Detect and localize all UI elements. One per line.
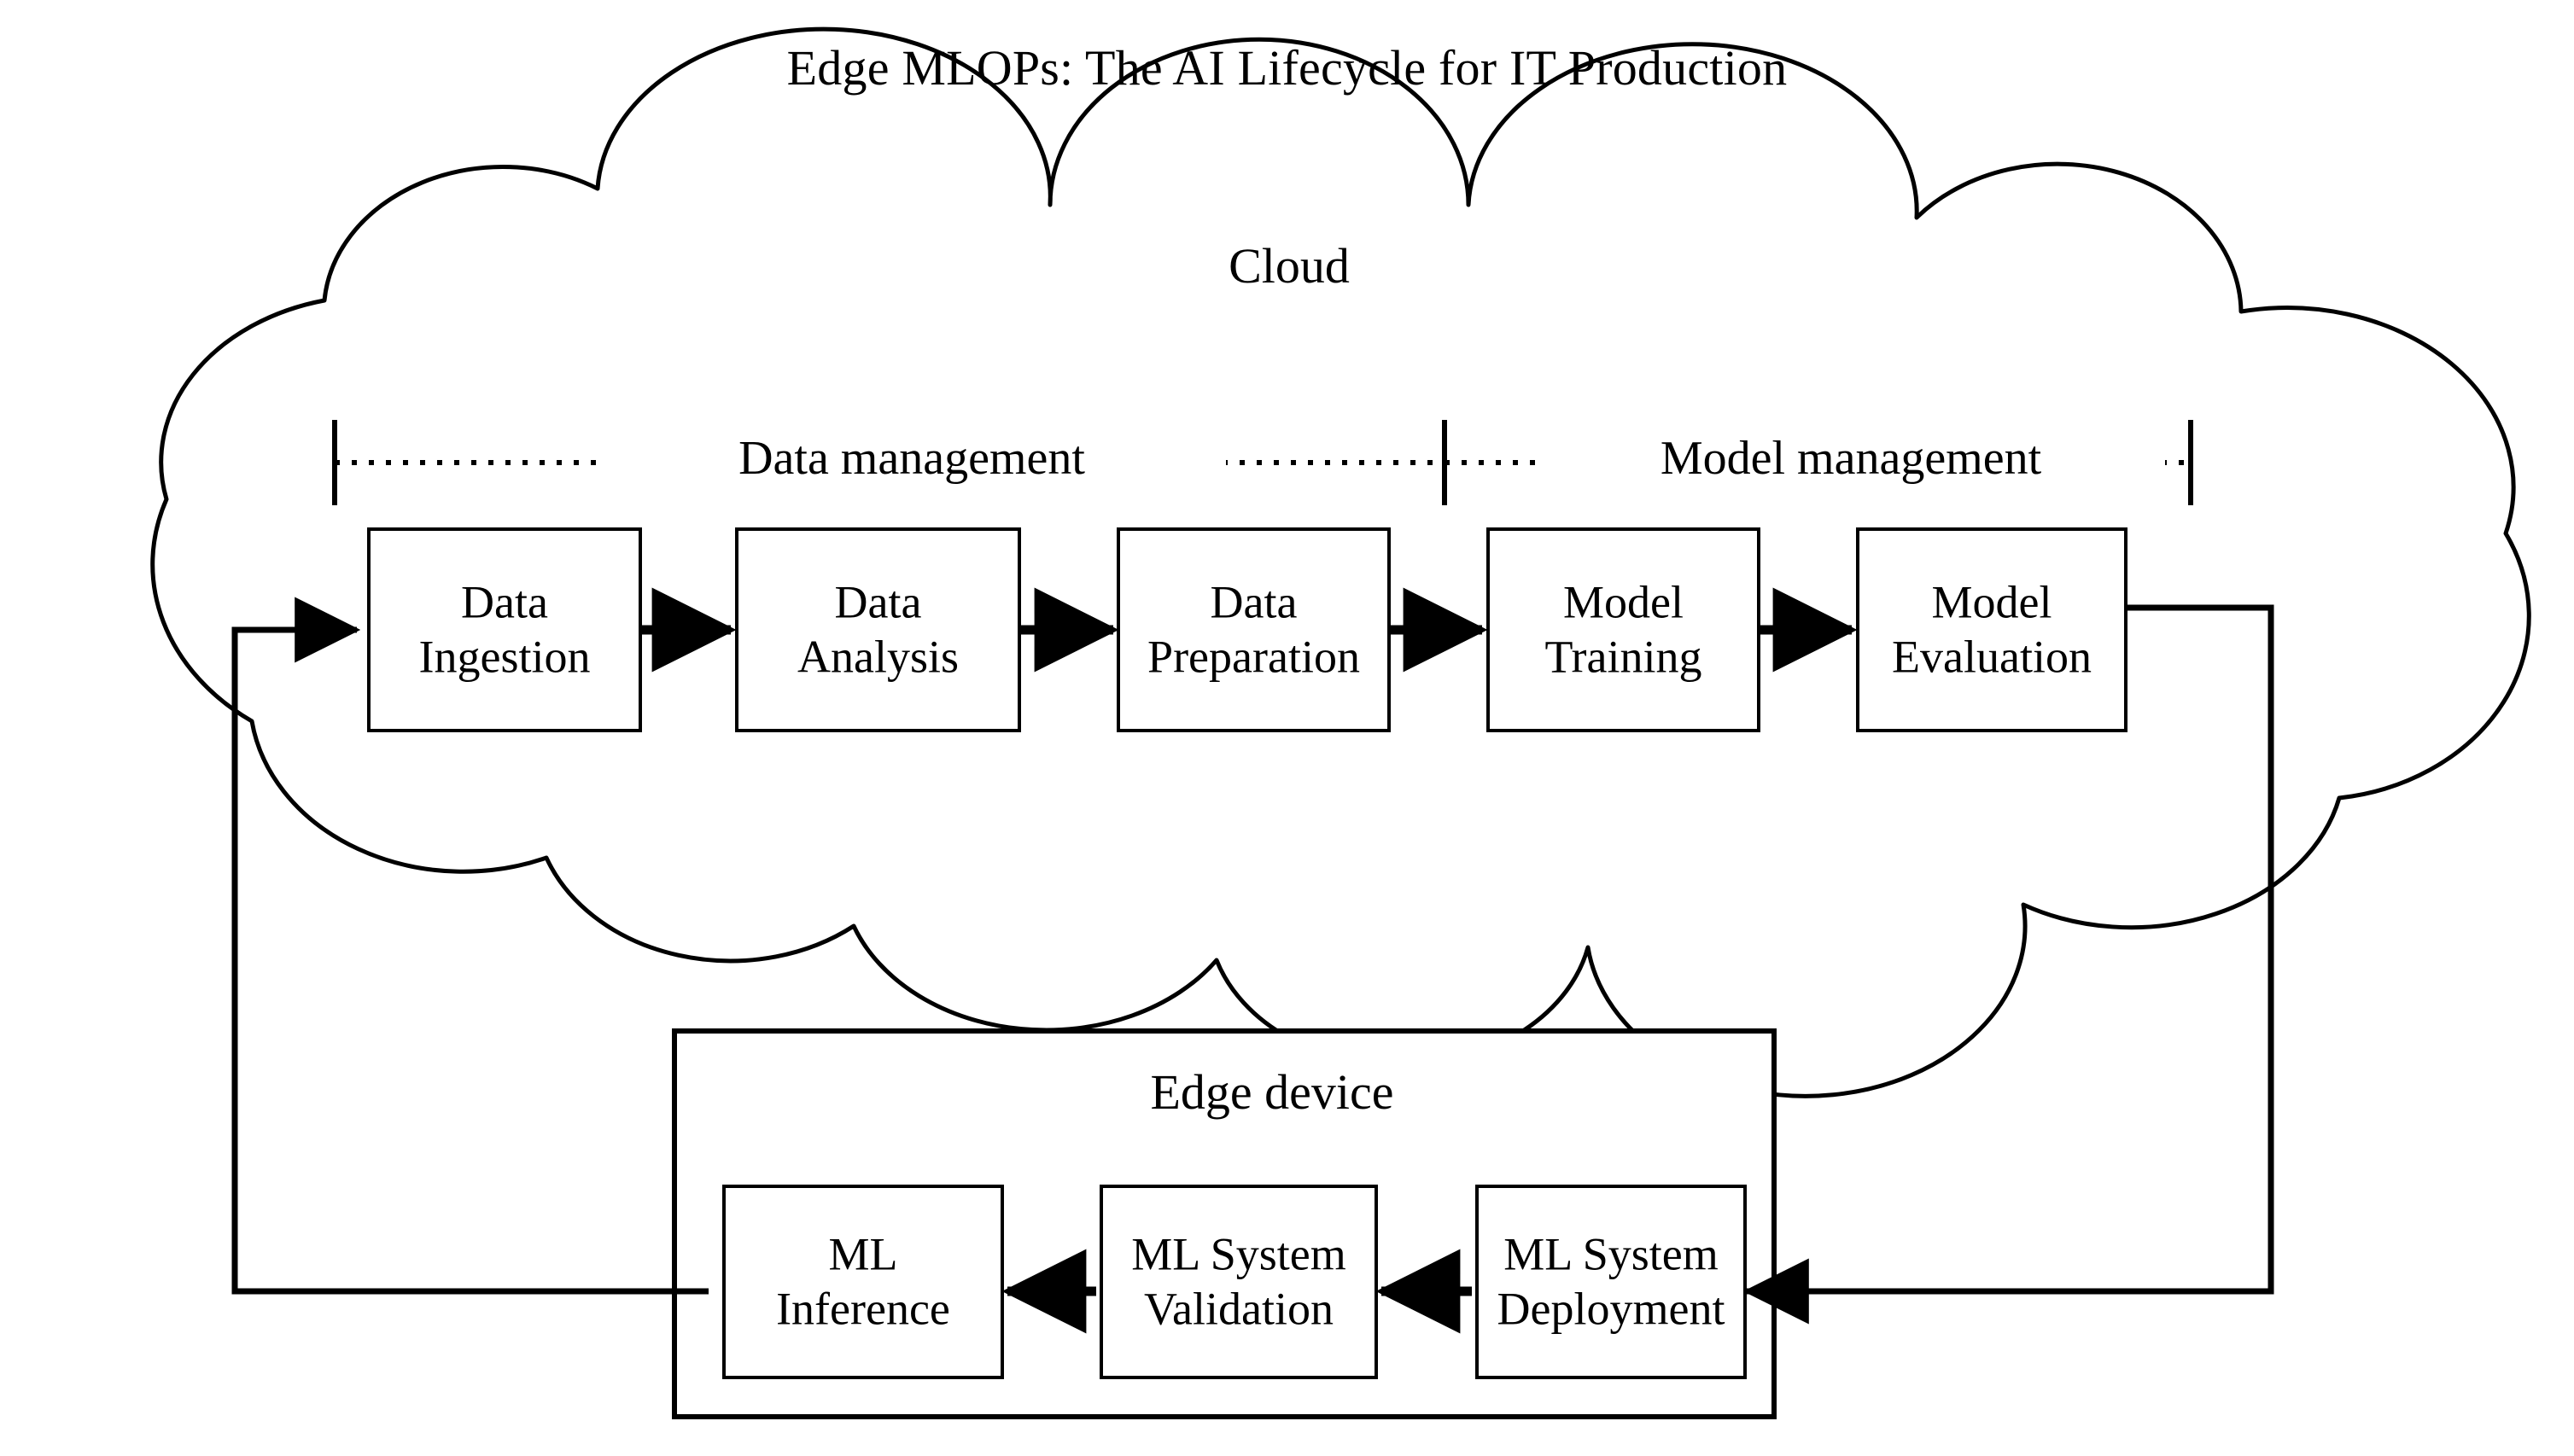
node-data-preparation-text: Data Preparation bbox=[1120, 575, 1387, 684]
node-data-ingestion-line1: Data bbox=[461, 576, 548, 628]
node-data-analysis-text: Data Analysis bbox=[738, 575, 1018, 684]
node-data-preparation[interactable]: Data Preparation bbox=[1117, 527, 1391, 732]
page-title: Edge MLOPs: The AI Lifecycle for IT Prod… bbox=[786, 40, 1788, 96]
node-ml-system-validation-line2: Validation bbox=[1144, 1283, 1334, 1334]
feedback-evaluation-to-deployment bbox=[1742, 604, 2274, 1325]
node-model-training-line2: Training bbox=[1544, 631, 1702, 682]
node-model-evaluation-line1: Model bbox=[1931, 576, 2052, 628]
node-data-preparation-line2: Preparation bbox=[1147, 631, 1360, 682]
node-data-analysis-line1: Data bbox=[834, 576, 922, 628]
node-data-analysis[interactable]: Data Analysis bbox=[735, 527, 1021, 732]
node-model-evaluation-text: Model Evaluation bbox=[1859, 575, 2124, 684]
node-ml-inference-line1: ML bbox=[828, 1228, 898, 1280]
node-model-evaluation[interactable]: Model Evaluation bbox=[1856, 527, 2127, 732]
node-ml-system-deployment-line1: ML System bbox=[1503, 1228, 1719, 1280]
node-model-evaluation-line2: Evaluation bbox=[1892, 631, 2092, 682]
node-ml-system-validation-text: ML System Validation bbox=[1103, 1227, 1375, 1336]
node-data-preparation-line1: Data bbox=[1210, 576, 1298, 628]
feedback-inference-to-ingestion bbox=[231, 597, 709, 1295]
node-ml-inference[interactable]: ML Inference bbox=[722, 1185, 1004, 1379]
node-model-training-text: Model Training bbox=[1490, 575, 1757, 684]
node-model-training-line1: Model bbox=[1563, 576, 1684, 628]
node-ml-inference-text: ML Inference bbox=[726, 1227, 1001, 1336]
node-ml-system-deployment-text: ML System Deployment bbox=[1479, 1227, 1743, 1336]
node-model-training[interactable]: Model Training bbox=[1486, 527, 1760, 732]
node-ml-system-deployment-line2: Deployment bbox=[1497, 1283, 1725, 1334]
node-data-ingestion-line2: Ingestion bbox=[418, 631, 591, 682]
node-data-analysis-line2: Analysis bbox=[797, 631, 959, 682]
node-ml-system-validation[interactable]: ML System Validation bbox=[1100, 1185, 1378, 1379]
node-ml-system-validation-line1: ML System bbox=[1131, 1228, 1346, 1280]
node-data-ingestion-text: Data Ingestion bbox=[371, 575, 639, 684]
node-ml-system-deployment[interactable]: ML System Deployment bbox=[1475, 1185, 1747, 1379]
node-ml-inference-line2: Inference bbox=[776, 1283, 950, 1334]
node-data-ingestion[interactable]: Data Ingestion bbox=[367, 527, 642, 732]
